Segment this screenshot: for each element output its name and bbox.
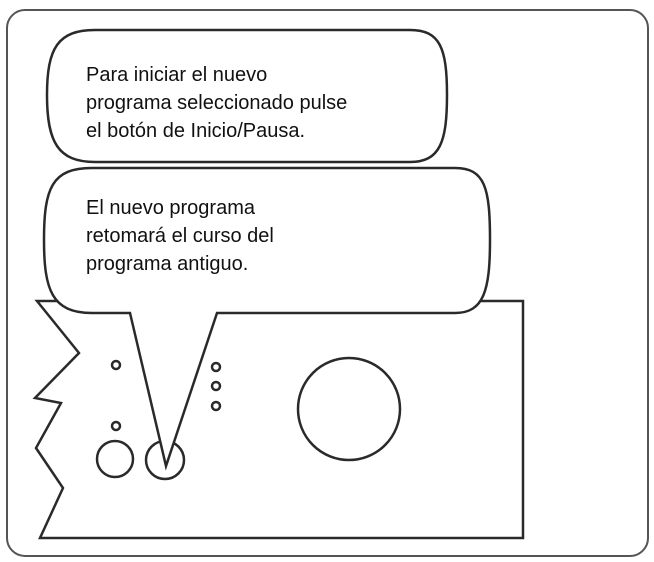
program-button [95,439,135,479]
speech-bubble-bottom-text: El nuevo programa retomará el curso del … [86,194,274,278]
indicator-led-left-top [110,359,122,371]
indicator-led-right-1 [210,361,222,373]
program-selector-dial [296,356,402,462]
speech-line: programa antiguo. [86,253,249,275]
control-panel [32,299,525,540]
indicator-led-left-bottom [110,420,122,432]
speech-bubble-top [45,28,449,164]
indicator-led-right-2 [210,380,222,392]
speech-bubble-top-text: Para iniciar el nuevo programa seleccion… [86,61,347,145]
speech-line: retomará el curso del [86,225,274,247]
speech-line: programa seleccionado pulse [86,92,348,114]
speech-line: El nuevo programa [86,197,255,219]
speech-line: Para iniciar el nuevo [86,64,268,86]
indicator-led-right-3 [210,400,222,412]
speech-bubble-bottom [42,166,492,471]
speech-line: el botón de Inicio/Pausa. [86,120,306,142]
